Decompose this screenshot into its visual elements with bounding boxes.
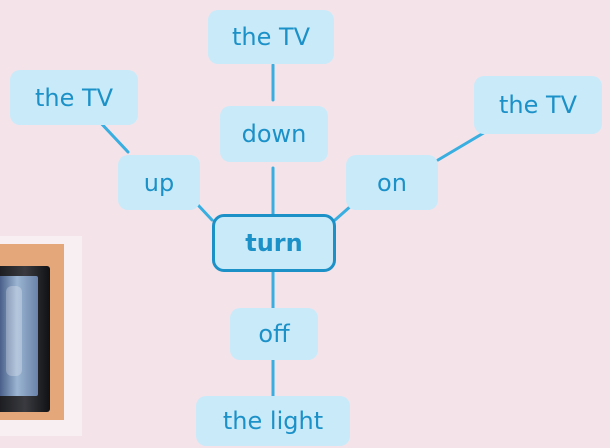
node-down: down xyxy=(220,106,328,162)
node-off-object-the-light: the light xyxy=(196,396,350,446)
tv-screen xyxy=(0,276,38,396)
node-up-object-the-tv: the TV xyxy=(10,70,138,125)
node-up: up xyxy=(118,155,200,210)
node-off: off xyxy=(230,308,318,360)
node-down-object-the-tv: the TV xyxy=(208,10,334,64)
node-on: on xyxy=(346,155,438,210)
tv-screen-highlight xyxy=(6,286,22,376)
edge-up-to-turn xyxy=(196,203,214,222)
tv-icon xyxy=(0,236,82,436)
node-on-object-the-tv: the TV xyxy=(474,76,602,134)
center-node-turn: turn xyxy=(212,214,336,272)
